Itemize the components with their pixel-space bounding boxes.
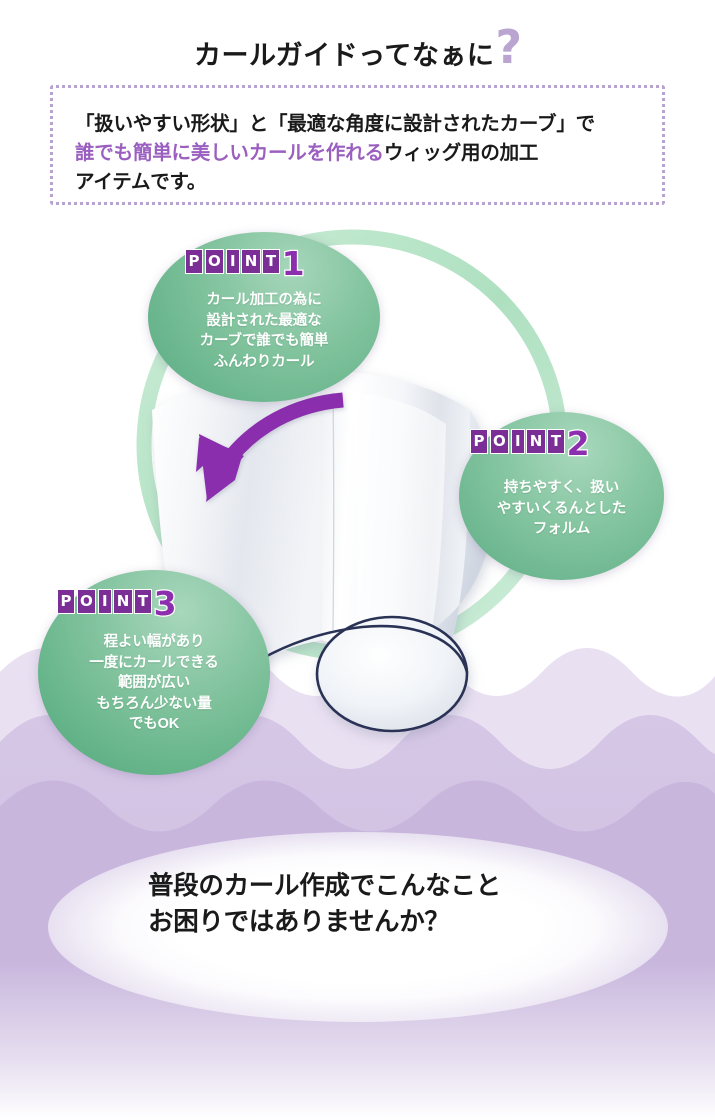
point-2-letter-i: I <box>510 429 525 454</box>
bottom-glow-ellipse <box>48 832 668 1022</box>
point-3-letter-n: N <box>113 589 133 614</box>
point-1-letter-t: T <box>262 249 280 274</box>
curl-direction-arrow <box>196 392 344 502</box>
point-2-letter-o: O <box>489 429 510 454</box>
point-3-body: 程よい幅があり 一度にカールできる 範囲が広い もちろん少ない量 でもOK <box>38 632 270 735</box>
point-1-body: カール加工の為に 設計された最適な カーブで誰でも簡単 ふんわりカール <box>148 290 380 372</box>
point-3-letter-o: O <box>76 589 97 614</box>
point-2-letter-p: P <box>470 429 488 454</box>
lead-line-1: 「扱いやすい形状」と「最適な角度に設計されたカーブ」で <box>75 113 595 135</box>
point-1-line-3: カーブで誰でも簡単 <box>199 333 329 350</box>
point-2-line-2: やすいくるんとした <box>496 500 627 517</box>
point-3-number: 3 <box>152 584 177 623</box>
point-3-line-3: 範囲が広い <box>118 675 190 692</box>
point-2-body: 持ちやすく、扱い やすいくるんとした フォルム <box>459 478 664 540</box>
point-1-line-2: 設計された最適な <box>206 312 322 329</box>
lead-description-box: 「扱いやすい形状」と「最適な角度に設計されたカーブ」で 誰でも簡単に美しいカール… <box>50 85 665 205</box>
point-1-letter-i: I <box>225 249 240 274</box>
page-title: カールガイドってなぁに? <box>0 20 715 80</box>
question-mark-icon: ? <box>495 20 523 74</box>
lead-line-2-highlight: 誰でも簡単に美しいカールを作れる <box>75 141 384 164</box>
lead-description-text: 「扱いやすい形状」と「最適な角度に設計されたカーブ」で 誰でも簡単に美しいカール… <box>75 110 655 197</box>
arrow-head-fill <box>199 434 244 500</box>
bottom-headline-line-2: お困りではありませんか？ <box>148 908 450 937</box>
point-1-line-1: カール加工の為に <box>206 292 322 308</box>
point-1-number: 1 <box>280 244 305 283</box>
product-highlight <box>350 392 446 632</box>
lead-line-2-plain: ウィッグ用の加工 <box>383 141 539 164</box>
point-3-line-4: もちろん少ない量 <box>96 695 212 712</box>
product-curl-opening <box>315 615 469 733</box>
point-2-letter-t: T <box>547 429 565 454</box>
point-3-line-1: 程よい幅があり <box>103 634 205 650</box>
point-3-line-2: 一度にカールできる <box>89 654 219 671</box>
point-3-letter-p: P <box>57 589 75 614</box>
lead-line-3: アイテムです。 <box>75 170 207 193</box>
point-1-letter-o: O <box>204 249 225 274</box>
page-title-text: カールガイドってなぁに <box>193 40 495 71</box>
point-1-line-4: ふんわりカール <box>213 353 315 370</box>
point-1-letter-p: P <box>185 249 203 274</box>
bottom-headline-line-1: 普段のカール作成でこんなこと <box>148 872 501 900</box>
point-2-line-3: フォルム <box>532 521 591 538</box>
point-2-number: 2 <box>565 424 590 463</box>
point-3-letter-i: I <box>97 589 112 614</box>
point-1-letter-n: N <box>241 249 261 274</box>
point-2-line-1: 持ちやすく、扱い <box>503 480 620 496</box>
product-crease <box>332 392 335 631</box>
point-2-letter-n: N <box>526 429 546 454</box>
bottom-headline: 普段のカール作成でこんなこと お困りではありませんか？ <box>148 868 618 940</box>
point-3-letter-t: T <box>134 589 152 614</box>
point-3-line-5: でもOK <box>128 716 180 733</box>
